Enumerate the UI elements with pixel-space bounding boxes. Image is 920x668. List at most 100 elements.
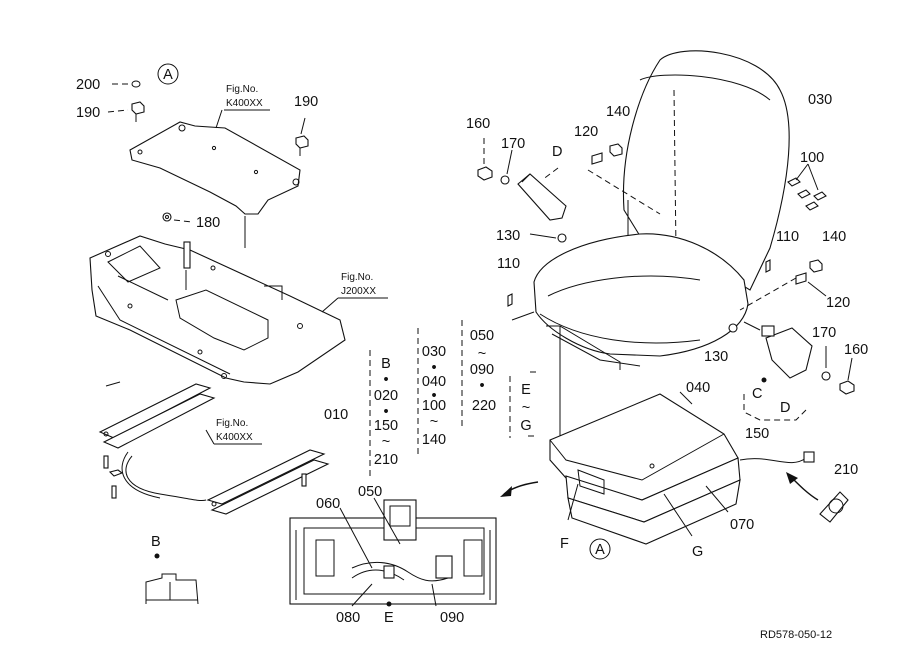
label-080: 080 xyxy=(336,610,360,626)
variant-text: 020 xyxy=(374,388,398,404)
label-160: 160 xyxy=(844,342,868,358)
fig-ref-title: Fig.No. xyxy=(226,84,258,95)
bolt-120-top xyxy=(591,152,603,165)
label-070: 070 xyxy=(730,517,754,533)
label-050: 050 xyxy=(358,484,382,500)
seat-base-frame xyxy=(89,235,346,385)
lever-d xyxy=(517,173,567,221)
fig-ref-title: Fig.No. xyxy=(216,418,248,429)
label-140: 140 xyxy=(822,229,846,245)
fig-ref-code: K400XX xyxy=(216,432,253,443)
recline-knob xyxy=(743,321,813,379)
label-160: 160 xyxy=(466,116,490,132)
label-150: 150 xyxy=(745,426,769,442)
variant-col-1: B • 020 • 150 ~ 210 xyxy=(374,356,398,468)
fastener-160-right xyxy=(839,380,855,395)
variant-brackets xyxy=(369,320,540,476)
bolt-190-right xyxy=(295,135,309,156)
variant-text: 050 xyxy=(470,328,494,344)
label-210: 210 xyxy=(834,462,858,478)
label-090: 090 xyxy=(440,610,464,626)
nut-140-right xyxy=(809,259,823,273)
label-110: 110 xyxy=(497,256,520,272)
variant-text: 040 xyxy=(422,374,446,390)
nut-140-top xyxy=(609,143,623,157)
label-100: 100 xyxy=(800,150,824,166)
nut-130-top xyxy=(557,233,567,243)
variant-text: B xyxy=(381,356,391,372)
seat-cushion xyxy=(533,233,749,367)
variant-text: 220 xyxy=(472,398,496,414)
seat-mount-plate xyxy=(129,121,301,248)
variant-text: E xyxy=(521,382,531,398)
bolt-110-right xyxy=(765,259,771,273)
bolts-100 xyxy=(787,177,827,211)
variant-text: • xyxy=(431,360,436,376)
variant-text: ~ xyxy=(478,346,486,362)
bolt-190-top xyxy=(131,101,145,122)
label-040: 040 xyxy=(686,380,710,396)
washer-200 xyxy=(131,80,141,88)
label-190: 190 xyxy=(76,105,100,121)
label-140: 140 xyxy=(606,104,630,120)
label-030: 030 xyxy=(808,92,832,108)
seat-backrest xyxy=(622,50,790,291)
nut-130-right xyxy=(728,323,738,333)
connector-210 xyxy=(819,491,849,523)
label-060: 060 xyxy=(316,496,340,512)
variant-text: 150 xyxy=(374,418,398,434)
fig-ref-code: K400XX xyxy=(226,98,263,109)
label-130: 130 xyxy=(496,228,520,244)
variant-text: 030 xyxy=(422,344,446,360)
label-110: 110 xyxy=(776,229,799,245)
label-180: 180 xyxy=(196,215,220,231)
marker-a: A xyxy=(157,63,179,85)
variant-col-4: E ~ G xyxy=(520,382,531,434)
label-120: 120 xyxy=(826,295,850,311)
marker-a: A xyxy=(589,538,611,560)
label-d: D xyxy=(780,400,790,416)
control-box-inset xyxy=(289,499,497,607)
fig-ref-3: Fig.No. K400XX xyxy=(205,418,262,445)
variant-text: • xyxy=(479,378,484,394)
washer-170-right xyxy=(821,371,831,381)
variant-text: 210 xyxy=(374,452,398,468)
label-190: 190 xyxy=(294,94,318,110)
label-d: D xyxy=(552,144,562,160)
fig-ref-title: Fig.No. xyxy=(341,272,373,283)
variant-text: 100 xyxy=(422,398,446,414)
nut-180 xyxy=(162,212,172,222)
fig-ref-1: Fig.No. K400XX xyxy=(215,84,270,129)
washer-170-top xyxy=(500,175,510,185)
label-c: C xyxy=(752,386,762,402)
variant-text: • xyxy=(383,404,388,420)
marker-a-text: A xyxy=(163,67,173,83)
slide-rails xyxy=(98,381,330,515)
label-g: G xyxy=(692,544,703,560)
bolt-120-right xyxy=(795,272,807,285)
variant-text: 140 xyxy=(422,432,446,448)
variant-text: • xyxy=(431,388,436,404)
detail-b-bracket xyxy=(145,553,199,605)
label-130: 130 xyxy=(704,349,728,365)
variant-text: ~ xyxy=(522,400,530,416)
drawing-id: RD578-050-12 xyxy=(760,629,832,641)
variant-text: • xyxy=(383,372,388,388)
variant-text: ~ xyxy=(382,434,390,450)
variant-text: G xyxy=(520,418,531,434)
label-120: 120 xyxy=(574,124,598,140)
part-labels: 200 190 190 180 160 170 120 140 030 100 … xyxy=(76,77,868,626)
variant-text: ~ xyxy=(430,414,438,430)
detail-arrow xyxy=(500,481,539,497)
variant-col-3: 050 ~ 090 • 220 xyxy=(470,328,496,414)
label-f: F xyxy=(560,536,569,552)
fig-ref-code: J200XX xyxy=(341,286,376,297)
label-010: 010 xyxy=(324,407,348,423)
label-b: B xyxy=(151,534,161,550)
bolt-110-left xyxy=(507,293,513,307)
label-170: 170 xyxy=(501,136,525,152)
label-e: E xyxy=(384,610,394,626)
fastener-160-top xyxy=(477,166,493,181)
label-170: 170 xyxy=(812,325,836,341)
